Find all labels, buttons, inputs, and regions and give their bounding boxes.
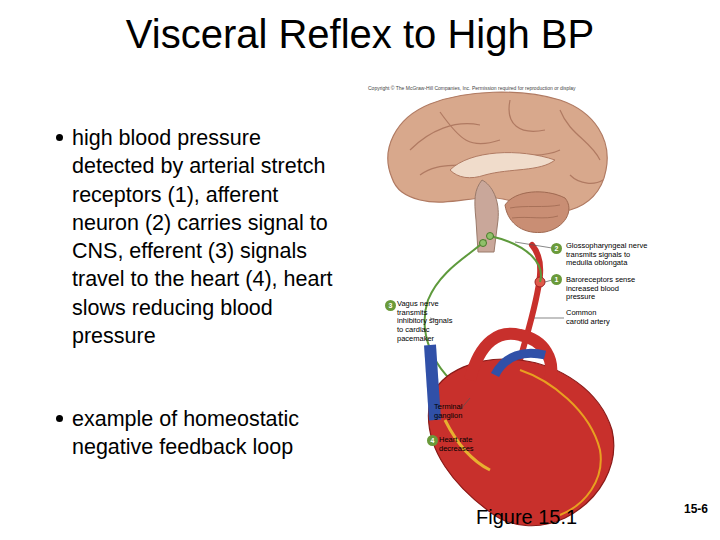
bullet-text: example of homeostatic negative feedback…: [72, 405, 362, 462]
callout-number-text: 2: [555, 245, 559, 252]
callout-text: Heart rate decreases: [439, 436, 481, 453]
leader-line: [515, 242, 552, 248]
callout-number: 2: [551, 243, 562, 254]
aortic-arch: [470, 334, 551, 380]
medulla-nucleus: [487, 233, 494, 240]
callout-number-text: 3: [389, 302, 393, 309]
part-label: Common carotid artery: [566, 309, 614, 326]
leader-line: [534, 318, 564, 319]
callout-number: 4: [427, 435, 438, 446]
glossopharyngeal-nerve: [490, 236, 541, 282]
brain-gyri: [410, 100, 603, 183]
callout-number-text: 1: [555, 276, 559, 283]
figure-caption: Figure 15.1: [476, 506, 577, 529]
coronary-vessel: [520, 370, 601, 515]
medulla-nucleus: [480, 240, 487, 247]
callout-text: Glossopharyngeal nerve transmits signals…: [566, 242, 648, 268]
corpus-callosum: [450, 153, 555, 178]
part-label: Terminal ganglion: [434, 403, 476, 420]
brainstem: [475, 180, 498, 252]
slide-number: 15-6: [684, 503, 720, 517]
callout-text: Baroreceptors sense increased blood pres…: [566, 276, 636, 302]
copyright-note: Copyright © The McGraw-Hill Companies, I…: [368, 86, 688, 92]
callout-number: 1: [551, 274, 562, 285]
callout-number-text: 4: [431, 437, 435, 444]
pulmonary-trunk: [495, 353, 545, 375]
cerebellum: [505, 192, 569, 233]
cerebrum: [388, 92, 607, 212]
bullet-dot: [56, 415, 63, 422]
bullet-text: high blood pressure detected by arterial…: [72, 124, 340, 350]
heart: [428, 359, 613, 526]
callout-number: 3: [385, 300, 396, 311]
cerebellum-folia: [510, 205, 560, 218]
callout-text: Vagus nerve transmits inhibitory signals…: [397, 300, 455, 343]
bullet-dot: [56, 134, 63, 141]
slide-title: Visceral Reflex to High BP: [0, 10, 720, 58]
